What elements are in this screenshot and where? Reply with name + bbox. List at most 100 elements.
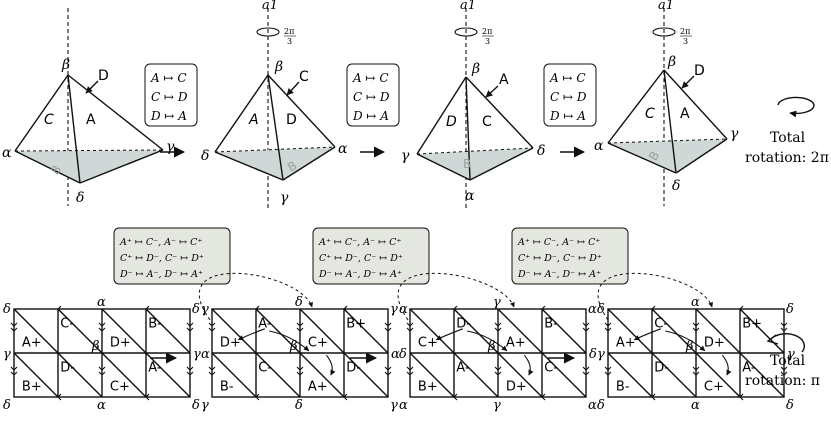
triangle-label: C-	[654, 316, 668, 331]
edge-chevron	[582, 366, 590, 371]
svg-text:rotation: π: rotation: π	[745, 373, 820, 389]
total-rotation-bottom: Total rotation: π	[745, 333, 820, 389]
edge-arrow	[453, 393, 458, 401]
edge-chevron	[406, 327, 414, 332]
edge-chevron	[384, 366, 392, 371]
edge-chevron	[10, 371, 18, 376]
grid-diagonal	[255, 352, 301, 398]
triangle-label: D+	[506, 379, 527, 394]
pointer-face-label: D	[98, 68, 109, 84]
svg-text:A ↦ C: A ↦ C	[150, 71, 187, 85]
svg-text:C ↦ D: C ↦ D	[550, 90, 587, 104]
svg-text:C ↦ D: C ↦ D	[151, 90, 188, 104]
face-label-left: C	[44, 112, 54, 128]
vertex-label-corner: δ	[786, 398, 794, 413]
rotation-circle-icon	[454, 27, 478, 37]
triangle-label: D+	[110, 335, 131, 350]
shaded-face	[15, 150, 163, 183]
triangle-label: B+	[418, 379, 438, 394]
grid-diagonal	[695, 352, 741, 398]
vertex-label-corner: δ	[192, 398, 200, 413]
edge-arrow	[57, 393, 62, 401]
svg-text:C⁺ ↦ D⁻, C⁻ ↦ D⁺: C⁺ ↦ D⁻, C⁻ ↦ D⁺	[120, 253, 204, 264]
svg-text:A: A	[680, 106, 690, 122]
shaded-face	[417, 148, 533, 180]
total-rotation-top: Total rotation: 2π	[745, 96, 829, 166]
edge-chevron	[780, 322, 788, 327]
svg-text:β: β	[667, 54, 676, 70]
svg-text:D⁻ ↦ A⁻, D⁻ ↦ A⁺: D⁻ ↦ A⁻, D⁻ ↦ A⁺	[119, 269, 203, 280]
edge-arrow	[145, 305, 150, 313]
svg-text:D: D	[286, 112, 297, 128]
triangle-label: C+	[418, 335, 438, 350]
triangle-label: A-	[742, 360, 756, 375]
permutation-arrow	[325, 354, 336, 376]
grid-diagonal	[211, 308, 257, 354]
shaded-face	[608, 139, 727, 173]
edge-arrow	[343, 305, 348, 313]
edge-chevron	[692, 327, 700, 332]
vertex-label-top: β	[61, 57, 70, 73]
grid-diagonal	[101, 308, 147, 354]
edge-chevron	[604, 327, 612, 332]
vertex-label-corner: α	[588, 398, 597, 413]
svg-text:rotation: 2π: rotation: 2π	[745, 150, 829, 166]
grid-diagonal	[739, 352, 785, 398]
edge-chevron	[406, 371, 414, 376]
edge-chevron	[208, 322, 216, 327]
permutation-arrow	[467, 330, 508, 352]
triangle-label: C-	[258, 360, 272, 375]
svg-text:A: A	[499, 72, 509, 88]
edge-chevron	[384, 327, 392, 332]
vertex-label-left-mid: δ	[399, 347, 407, 362]
svg-text:β: β	[471, 61, 480, 77]
edge-chevron	[10, 327, 18, 332]
vertex-label-bottom: δ	[76, 190, 84, 206]
permutation-arrow	[523, 354, 534, 376]
edge-chevron	[208, 371, 216, 376]
permutation-arrow	[269, 330, 310, 352]
svg-text:2π: 2π	[482, 27, 492, 36]
edge-chevron	[98, 327, 106, 332]
svg-text:Total: Total	[770, 353, 806, 369]
triangle-label: D-	[456, 316, 471, 331]
svg-text:Total: Total	[770, 130, 806, 146]
vertex-label-corner: δ	[786, 302, 794, 317]
grid-diagonal	[57, 352, 103, 398]
edge-chevron	[384, 322, 392, 327]
edge-chevron	[296, 371, 304, 376]
triangle-label: C+	[110, 379, 130, 394]
edge-chevron	[494, 371, 502, 376]
grid-diagonal	[453, 352, 499, 398]
edge-chevron	[692, 371, 700, 376]
tetrahedron-3: a1 2π 3 β γ δ α A D C B	[401, 0, 545, 210]
vertex-label-corner: δ	[192, 302, 200, 317]
svg-text:D ↦ A: D ↦ A	[150, 109, 187, 123]
triangle-label: A+	[506, 335, 526, 350]
grid-diagonal	[409, 308, 455, 354]
svg-text:D⁻ ↦ A⁻, D⁻ ↦ A⁺: D⁻ ↦ A⁻, D⁻ ↦ A⁺	[517, 269, 601, 280]
vertex-label-corner: δ	[3, 302, 11, 317]
triangle-label: A-	[258, 316, 272, 331]
edge-chevron	[494, 327, 502, 332]
triangle-label: A+	[308, 379, 328, 394]
curved-dashed-arrow	[199, 272, 313, 321]
triangle-label: D+	[704, 335, 725, 350]
edge-chevron	[780, 366, 788, 371]
rotation-circle-icon	[256, 27, 280, 37]
pointer-arrow	[85, 80, 99, 94]
vertex-label-right-mid: γ	[787, 347, 795, 362]
triangle-label: B-	[220, 379, 234, 394]
edge-chevron	[186, 371, 194, 376]
triangle-label: B-	[148, 316, 162, 331]
edge-chevron	[406, 322, 414, 327]
edge-chevron	[296, 322, 304, 327]
svg-text:3: 3	[485, 37, 490, 46]
edge-chevron	[186, 366, 194, 371]
svg-text:γ: γ	[730, 126, 739, 142]
edge-arrow	[57, 305, 62, 313]
bottom-map-box-3: A⁺ ↦ C⁻, A⁻ ↦ C⁺ C⁺ ↦ D⁻, C⁻ ↦ D⁺ D⁻ ↦ A…	[511, 227, 629, 285]
vertex-label-left-mid: γ	[3, 347, 11, 362]
triangle-label: C-	[544, 360, 558, 375]
